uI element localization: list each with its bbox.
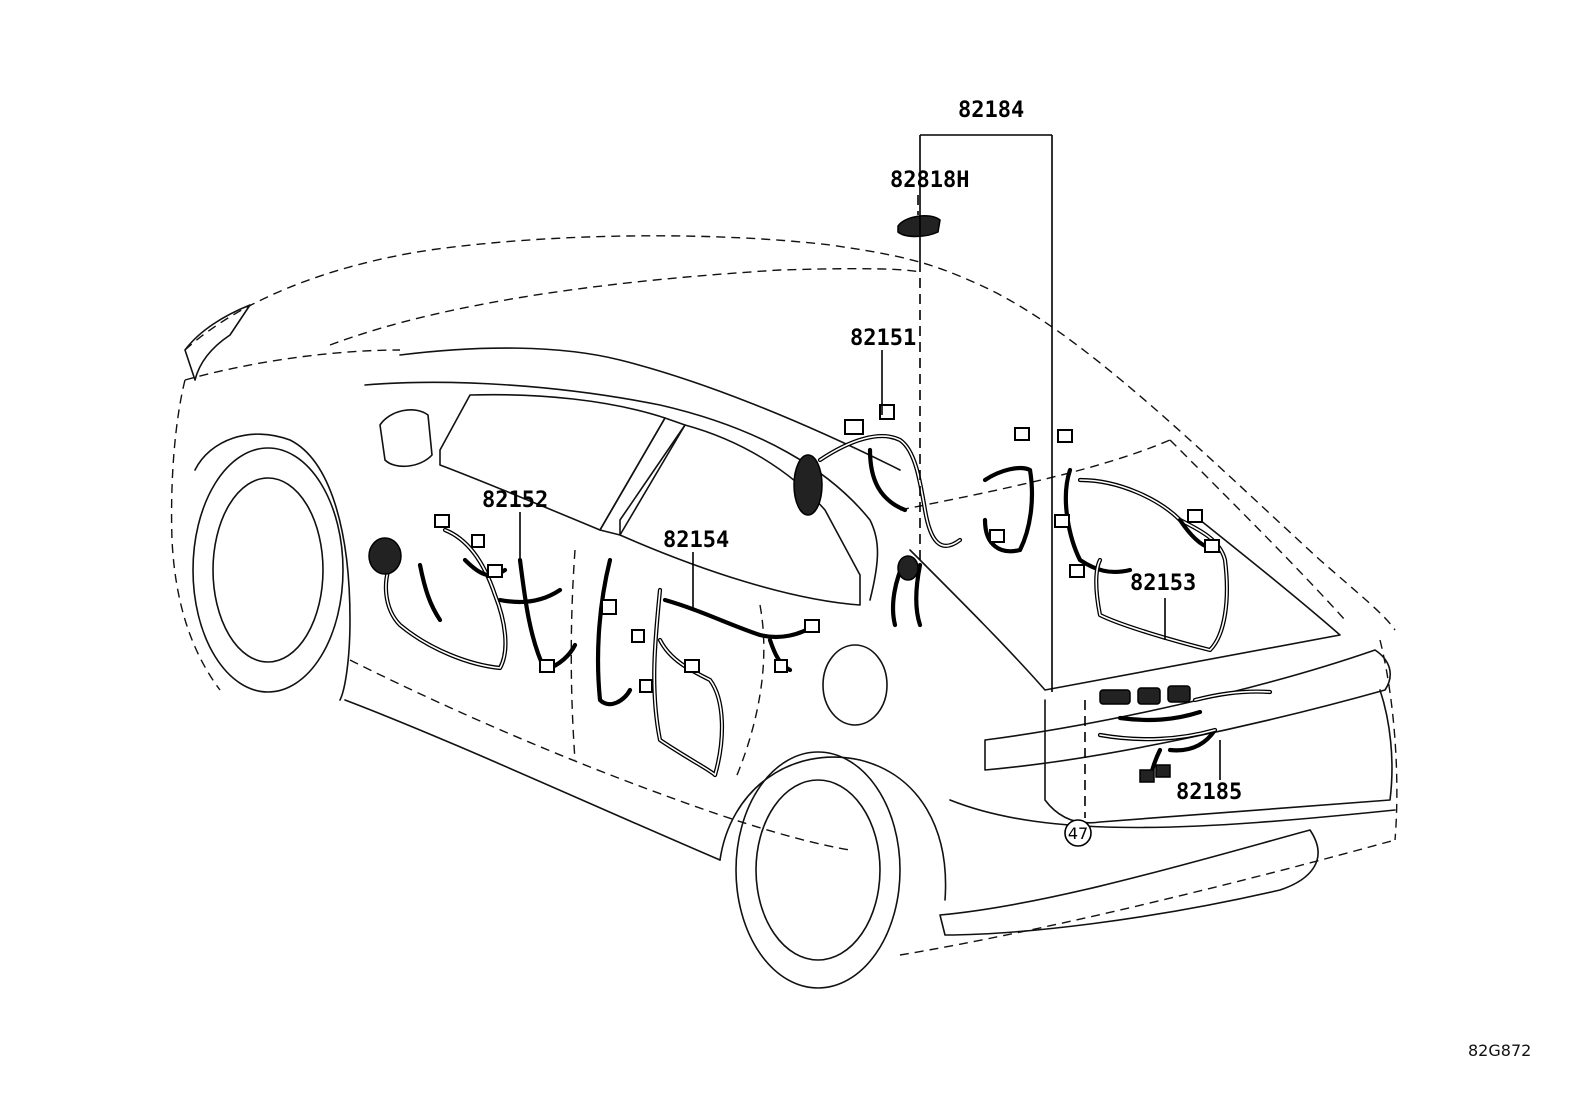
connector-icon: [774, 659, 788, 673]
rear-spoiler: [984, 649, 1391, 771]
rear-side-window: [619, 424, 861, 606]
connector-icon: [989, 529, 1005, 543]
connector-icon: [639, 679, 653, 693]
rocker-line: [349, 659, 851, 851]
rear-wheel-inner: [755, 779, 881, 961]
part-number-82152[interactable]: 82152: [482, 488, 548, 513]
harness-82152[interactable]: [368, 514, 578, 673]
connector-icon: [471, 534, 485, 548]
part-number-82153[interactable]: 82153: [1130, 571, 1196, 596]
leader-lines: [519, 134, 1221, 818]
rear-side-edge: [1379, 639, 1398, 841]
connector-icon: [539, 659, 555, 673]
harness-82185[interactable]: [1097, 709, 1218, 783]
vehicle-body: [170, 235, 1398, 989]
rear-face: [1044, 689, 1393, 824]
part-number-82185[interactable]: 82185: [1176, 780, 1242, 805]
harness-82154[interactable]: [595, 557, 820, 778]
hood-front: [184, 304, 251, 381]
part-labels: 82184 82818H 82151 82152 82154 82153 821…: [482, 98, 1242, 805]
hatch-outline: [899, 439, 1346, 621]
harness-82151[interactable]: [793, 404, 1035, 628]
rear-emblem-area: [1099, 685, 1273, 705]
connector-icon: [631, 629, 645, 643]
connector-icon: [1155, 764, 1171, 778]
part-number-82184[interactable]: 82184: [958, 98, 1024, 123]
rear-bottom-edge: [899, 839, 1396, 956]
lower-body-line: [344, 699, 721, 861]
connector-icon: [1069, 564, 1085, 578]
front-door-rear-seam: [570, 549, 576, 761]
rear-bumper-upper: [949, 799, 1396, 829]
part-number-82818h[interactable]: 82818H: [890, 168, 969, 193]
diagram-code: 82G872: [1468, 1041, 1531, 1060]
rear-wheel-outer: [735, 751, 901, 989]
connector-icon: [487, 564, 503, 578]
part-number-82151[interactable]: 82151: [850, 326, 916, 351]
harness-82153[interactable]: [1054, 429, 1229, 653]
part-82818h-icon[interactable]: [897, 214, 941, 238]
connector-icon: [804, 619, 820, 633]
front-side-window: [439, 393, 666, 531]
connector-icon: [844, 419, 864, 435]
connector-icon: [1054, 514, 1070, 528]
connector-icon: [601, 599, 617, 615]
reference-circle-47[interactable]: 47: [1064, 819, 1092, 847]
connector-icon: [879, 404, 895, 420]
front-fascia: [170, 379, 221, 691]
speaker-icon: [793, 454, 823, 516]
front-wheel-inner: [212, 477, 324, 663]
front-wheel-outer: [192, 447, 344, 693]
connector-icon: [684, 659, 700, 673]
connector-icon: [1014, 427, 1030, 441]
fuel-door: [822, 644, 888, 726]
rear-door-seam: [734, 604, 765, 781]
connector-icon: [1204, 539, 1220, 553]
side-mirror: [379, 409, 433, 468]
b-pillar: [599, 417, 686, 536]
part-number-82154[interactable]: 82154: [663, 528, 729, 553]
connector-icon: [1057, 429, 1073, 443]
roof-outline: [184, 235, 1396, 631]
windshield-frame: [399, 347, 901, 471]
grommet-icon: [897, 555, 919, 581]
connector-icon: [1139, 769, 1155, 783]
connector-icon: [1187, 509, 1203, 523]
connector-icon: [368, 537, 402, 575]
rear-bumper-lower: [939, 829, 1319, 936]
rear-hatch-glass: [909, 519, 1341, 691]
front-fender: [194, 433, 351, 701]
roof-inner-outline: [329, 267, 921, 346]
rear-fender: [719, 756, 947, 901]
hood-line: [184, 349, 401, 381]
side-window-top: [364, 381, 879, 601]
reference-number: 47: [1068, 824, 1088, 843]
connector-icon: [434, 514, 450, 528]
